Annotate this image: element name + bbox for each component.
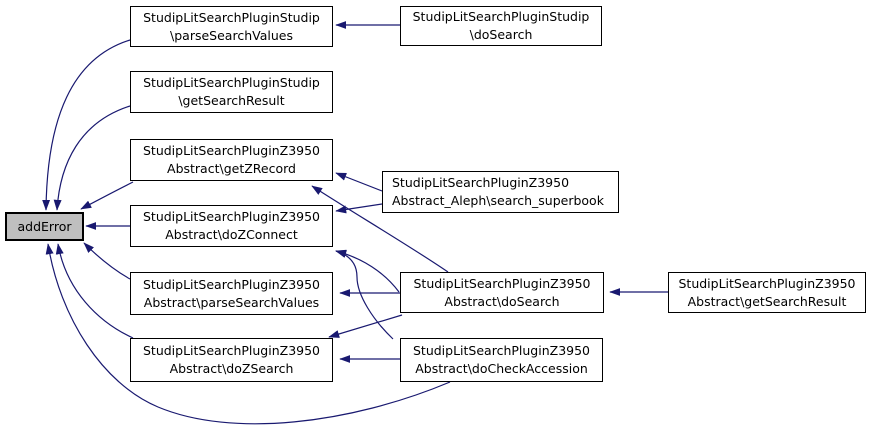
- node-z3950-parseSearchValues[interactable]: StudipLitSearchPluginZ3950 Abstract\pars…: [130, 272, 333, 315]
- node-label-line1: StudipLitSearchPluginStudip: [412, 9, 590, 24]
- edge-z3950-doCheckAccession-to-addError: [45, 243, 451, 425]
- node-label-line2: Abstract\doZSearch: [169, 361, 294, 376]
- node-z3950-doZSearch[interactable]: StudipLitSearchPluginZ3950 Abstract\doZS…: [130, 338, 333, 382]
- edge-studip-parseSearchValues-to-addError: [42, 39, 131, 211]
- edge-z3950-getZRecord-to-addError: [80, 181, 134, 210]
- edge-z3950-doZSearch-to-addError: [55, 243, 134, 339]
- node-label-line1: StudipLitSearchPluginZ3950: [142, 276, 321, 292]
- node-label-line1: StudipLitSearchPluginZ3950: [142, 143, 321, 158]
- node-z3950-getSearchResult[interactable]: StudipLitSearchPluginZ3950 Abstract\getS…: [668, 272, 866, 313]
- node-studip-getSearchResult[interactable]: StudipLitSearchPluginStudip \getSearchRe…: [130, 71, 333, 113]
- node-label-line2: Abstract\parseSearchValues: [143, 294, 320, 310]
- node-label-line2: Abstract\getZRecord: [167, 161, 296, 176]
- node-studip-doSearch[interactable]: StudipLitSearchPluginStudip \doSearch: [400, 6, 602, 46]
- node-label-line1: StudipLitSearchPluginZ3950: [142, 343, 321, 358]
- node-label-line1: StudipLitSearchPluginStudip: [143, 75, 320, 90]
- node-z3950-doSearch[interactable]: StudipLitSearchPluginZ3950 Abstract\doSe…: [400, 272, 604, 313]
- node-z3950-doCheckAccession[interactable]: StudipLitSearchPluginZ3950 Abstract\doCh…: [400, 338, 603, 382]
- edge-aleph-search_superbook-to-z3950-getZRecord: [335, 172, 383, 192]
- edge-z3950-parseSearchValues-to-addError: [83, 242, 131, 280]
- node-label-line2: Abstract_Aleph\search_superbook: [392, 193, 604, 208]
- node-label-line1: StudipLitSearchPluginZ3950: [412, 343, 591, 358]
- edge-z3950-doSearch-to-z3950-doZConnect: [335, 249, 400, 293]
- node-label-line1: StudipLitSearchPluginZ3950: [678, 275, 856, 291]
- node-addError: addError: [5, 212, 84, 241]
- node-label-line1: StudipLitSearchPluginStudip: [143, 9, 320, 25]
- node-z3950-getZRecord[interactable]: StudipLitSearchPluginZ3950 Abstract\getZ…: [130, 139, 333, 181]
- edge-aleph-search_superbook-to-z3950-doZConnect: [335, 203, 383, 214]
- edge-studip-getSearchResult-to-addError: [53, 105, 131, 211]
- node-label-line1: StudipLitSearchPluginZ3950: [142, 209, 321, 224]
- node-label-line2: Abstract\doCheckAccession: [415, 361, 588, 376]
- node-studip-parseSearchValues[interactable]: StudipLitSearchPluginStudip \parseSearch…: [130, 6, 333, 47]
- node-z3950-doZConnect[interactable]: StudipLitSearchPluginZ3950 Abstract\doZC…: [130, 205, 333, 247]
- node-label-line2: Abstract\doZConnect: [165, 227, 298, 242]
- edge-z3950-doSearch-to-z3950-doZSearch: [328, 314, 403, 338]
- node-label-line1: StudipLitSearchPluginZ3950: [413, 275, 591, 291]
- node-label-line2: Abstract\doSearch: [444, 293, 560, 309]
- node-label-line2: Abstract\getSearchResult: [687, 293, 847, 309]
- node-label-line2: \getSearchResult: [178, 93, 285, 108]
- node-aleph-search-superbook[interactable]: StudipLitSearchPluginZ3950 Abstract_Alep…: [382, 171, 619, 213]
- node-label-line2: \parseSearchValues: [170, 27, 293, 43]
- edge-z3950-doSearch-to-z3950-getZRecord: [311, 185, 449, 273]
- node-label-line2: \doSearch: [469, 27, 533, 42]
- node-label-line1: StudipLitSearchPluginZ3950: [392, 175, 570, 190]
- node-label: addError: [17, 218, 72, 234]
